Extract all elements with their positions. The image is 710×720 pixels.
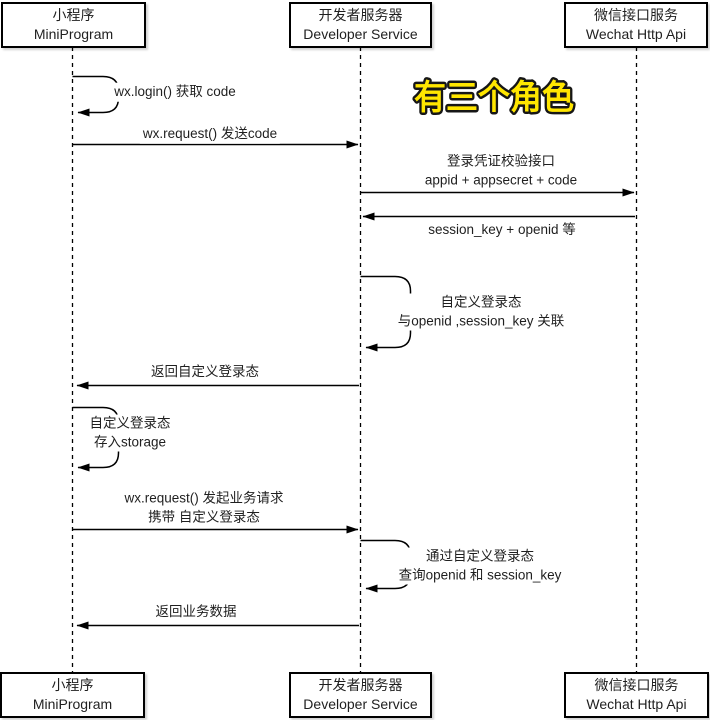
actor-name-cn: 小程序 [51,677,94,693]
actor-wechat-api-bottom: 微信接口服务 Wechat Http Api [564,672,709,718]
message-label-verify-credential: 登录凭证校验接口 appid + appsecret + code [421,152,581,190]
message-label-send-code: wx.request() 发送code [139,124,281,144]
actor-name-cn: 开发者服务器 [318,7,403,23]
actor-miniprogram-top: 小程序 MiniProgram [1,2,146,48]
actor-wechat-api-top: 微信接口服务 Wechat Http Api [564,2,708,48]
actor-developer-service-top: 开发者服务器 Developer Service [289,2,432,48]
actor-name-en: Wechat Http Api [586,696,687,712]
message-label-return-business-data: 返回业务数据 [152,602,240,622]
actor-miniprogram-bottom: 小程序 MiniProgram [0,672,145,718]
actor-name-cn: 开发者服务器 [318,677,403,693]
actor-name-en: Developer Service [303,26,418,42]
three-roles-annotation: 有三个角色 [414,79,574,117]
message-label-business-request: wx.request() 发起业务请求 携带 自定义登录态 [121,489,287,527]
actor-name-en: Wechat Http Api [585,26,687,42]
message-label-query: 通过自定义登录态 查询openid 和 session_key [395,547,565,585]
message-label-return-custom-login: 返回自定义登录态 [148,362,262,382]
actor-name-en: MiniProgram [32,696,113,712]
message-label-storage: 自定义登录态 存入storage [86,414,174,452]
message-label-session-openid: session_key + openid 等 [425,220,579,240]
actor-name-cn: 微信接口服务 [594,677,679,693]
actor-developer-service-bottom: 开发者服务器 Developer Service [289,672,432,718]
message-label-associate: 自定义登录态 与openid ,session_key 关联 [394,293,568,331]
actor-name-cn: 小程序 [52,7,95,23]
message-label-login: wx.login() 获取 code [111,82,239,102]
actor-name-en: MiniProgram [33,26,114,42]
actor-name-cn: 微信接口服务 [594,7,678,23]
actor-name-en: Developer Service [303,696,418,712]
